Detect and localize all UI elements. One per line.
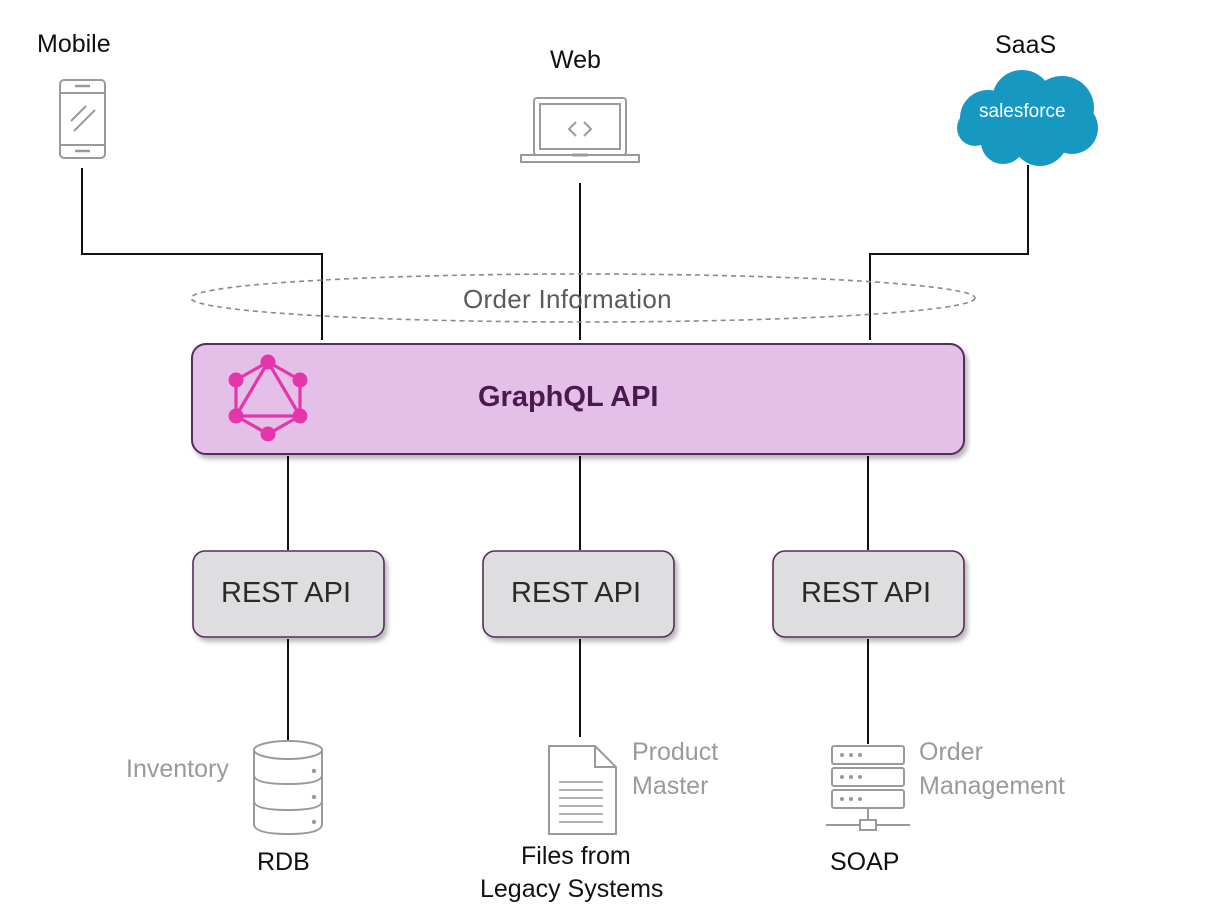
salesforce-logo-icon (957, 70, 1098, 166)
order-management-caption-line1: Order (919, 738, 983, 766)
rest-api-label-center: REST API (511, 577, 642, 609)
saas-label: SaaS (995, 31, 1057, 59)
graphql-logo-icon (228, 354, 308, 442)
saas-connector (869, 165, 1029, 340)
product-master-caption-line2: Master (632, 772, 709, 800)
soap-label: SOAP (830, 848, 900, 876)
order-management-caption-line2: Management (919, 772, 1065, 800)
web-label: Web (550, 46, 601, 74)
rdb-label: RDB (257, 848, 310, 876)
mobile-label: Mobile (37, 30, 111, 58)
connector-lines (81, 165, 1029, 744)
mobile-connector (81, 168, 323, 340)
product-master-caption-line1: Product (632, 738, 719, 766)
inventory-caption: Inventory (126, 755, 229, 783)
files-label-line2: Legacy Systems (480, 875, 664, 903)
files-label-line1: Files from (521, 842, 631, 870)
database-icon (253, 740, 323, 836)
rest-api-label-left: REST API (221, 577, 352, 609)
rest-api-box-center (482, 550, 675, 638)
order-information-label: Order Information (463, 284, 672, 314)
rest-api-box-left (192, 550, 385, 638)
graphql-api-label: GraphQL API (478, 381, 659, 413)
mobile-phone-icon (59, 79, 106, 159)
rest-api-box-right (772, 550, 965, 638)
graphql-api-box (191, 343, 965, 455)
document-file-icon (548, 745, 617, 835)
laptop-code-icon (520, 97, 640, 163)
rest-api-label-right: REST API (801, 577, 932, 609)
order-information-ellipse (190, 273, 976, 323)
salesforce-logo-text: salesforce (979, 101, 1066, 122)
server-rack-icon (826, 745, 910, 831)
